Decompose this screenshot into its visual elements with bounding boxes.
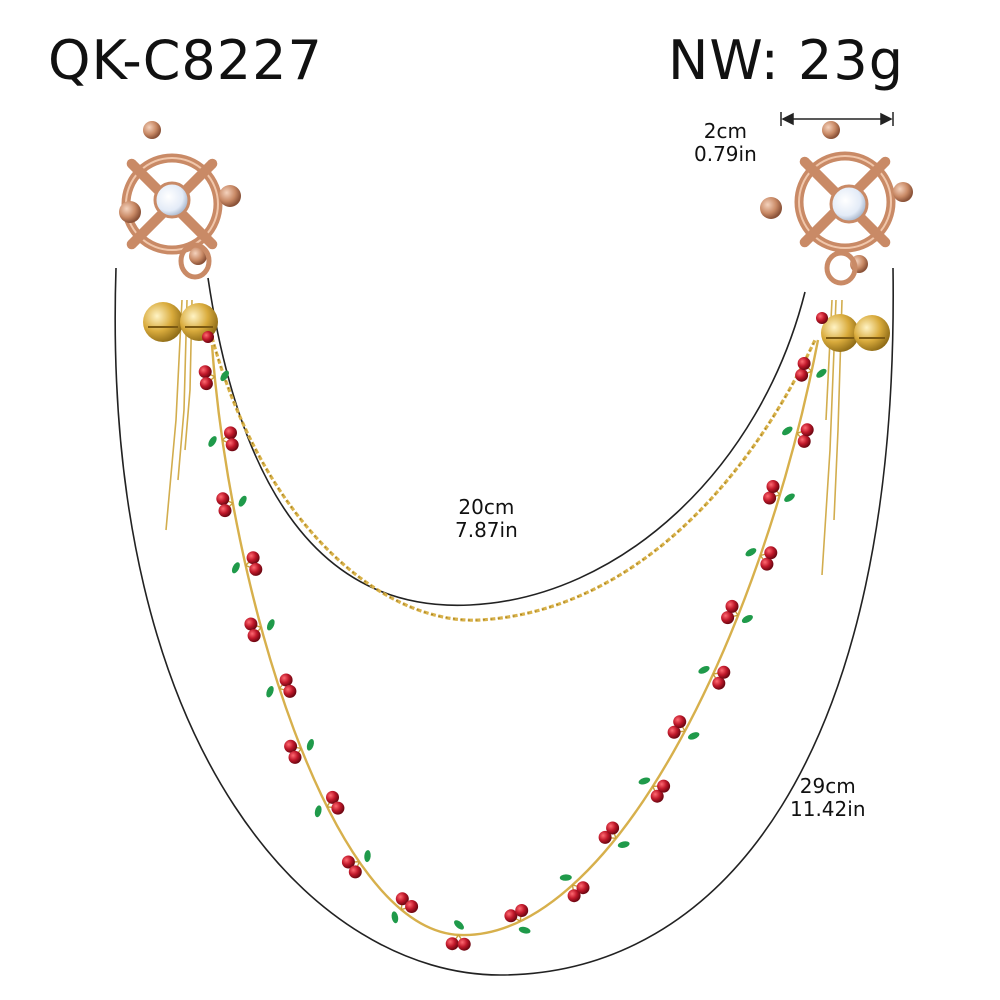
left-bells (143, 302, 218, 343)
short-chain-length-cm: 20cm (458, 495, 515, 519)
cherry-charm-icon (208, 426, 239, 452)
long-chain-guide-line (114, 267, 894, 976)
cherry-chain (210, 339, 820, 937)
cherry-charms (198, 357, 827, 951)
cherry-charm-icon (445, 920, 471, 951)
net-weight: NW: 23g (668, 29, 904, 92)
long-chain-length-cm: 29cm (799, 774, 856, 798)
model-code: QK-C8227 (48, 29, 323, 92)
cherry-charm-icon (763, 480, 795, 505)
cherry-charm-icon (598, 821, 630, 848)
cherry-charm-icon (698, 665, 731, 690)
cherry-charm-icon (559, 874, 590, 903)
right-bells (816, 312, 890, 352)
clamp-width-arrow (780, 112, 894, 126)
clamp-width-in: 0.79in (694, 142, 757, 166)
clamp-width-label: 2cm 0.79in (694, 120, 757, 166)
cherry-charm-icon (314, 790, 345, 818)
jingle-bell-icon (854, 315, 890, 351)
cherry-charm-icon (231, 551, 263, 576)
jingle-bell-icon (143, 302, 183, 342)
cherry-charm-icon (341, 850, 371, 879)
cherry-charm-icon (284, 739, 314, 764)
cherry-charm-icon (795, 357, 827, 382)
cherry-charm-icon (667, 715, 700, 740)
cherry-charm-icon (216, 492, 247, 518)
clamp-width-cm: 2cm (703, 119, 747, 143)
cherry-charm-icon (504, 904, 531, 934)
short-chain-length-in: 7.87in (455, 518, 518, 542)
right-nipple-clamp-icon (760, 121, 913, 286)
short-chain-length-label: 20cm 7.87in (455, 496, 518, 542)
cherry-charm-icon (745, 546, 778, 571)
cherry-charm-icon (391, 892, 419, 924)
long-chain-length-label: 29cm 11.42in (790, 775, 866, 821)
short-gold-chain-shade (209, 329, 816, 621)
short-chain-guide-line (207, 277, 806, 607)
long-chain-length-in: 11.42in (790, 797, 866, 821)
cherry-charm-icon (782, 423, 814, 448)
jingle-bell-icon (821, 314, 859, 352)
cherry-charm-icon (721, 599, 753, 625)
left-nipple-clamp-icon (119, 121, 241, 280)
cherry-charm-icon (266, 673, 297, 698)
cherry-charm-icon (638, 777, 671, 803)
short-gold-chain (208, 329, 817, 622)
cherry-charm-icon (198, 365, 229, 391)
cherry-charm-icon (244, 617, 275, 643)
